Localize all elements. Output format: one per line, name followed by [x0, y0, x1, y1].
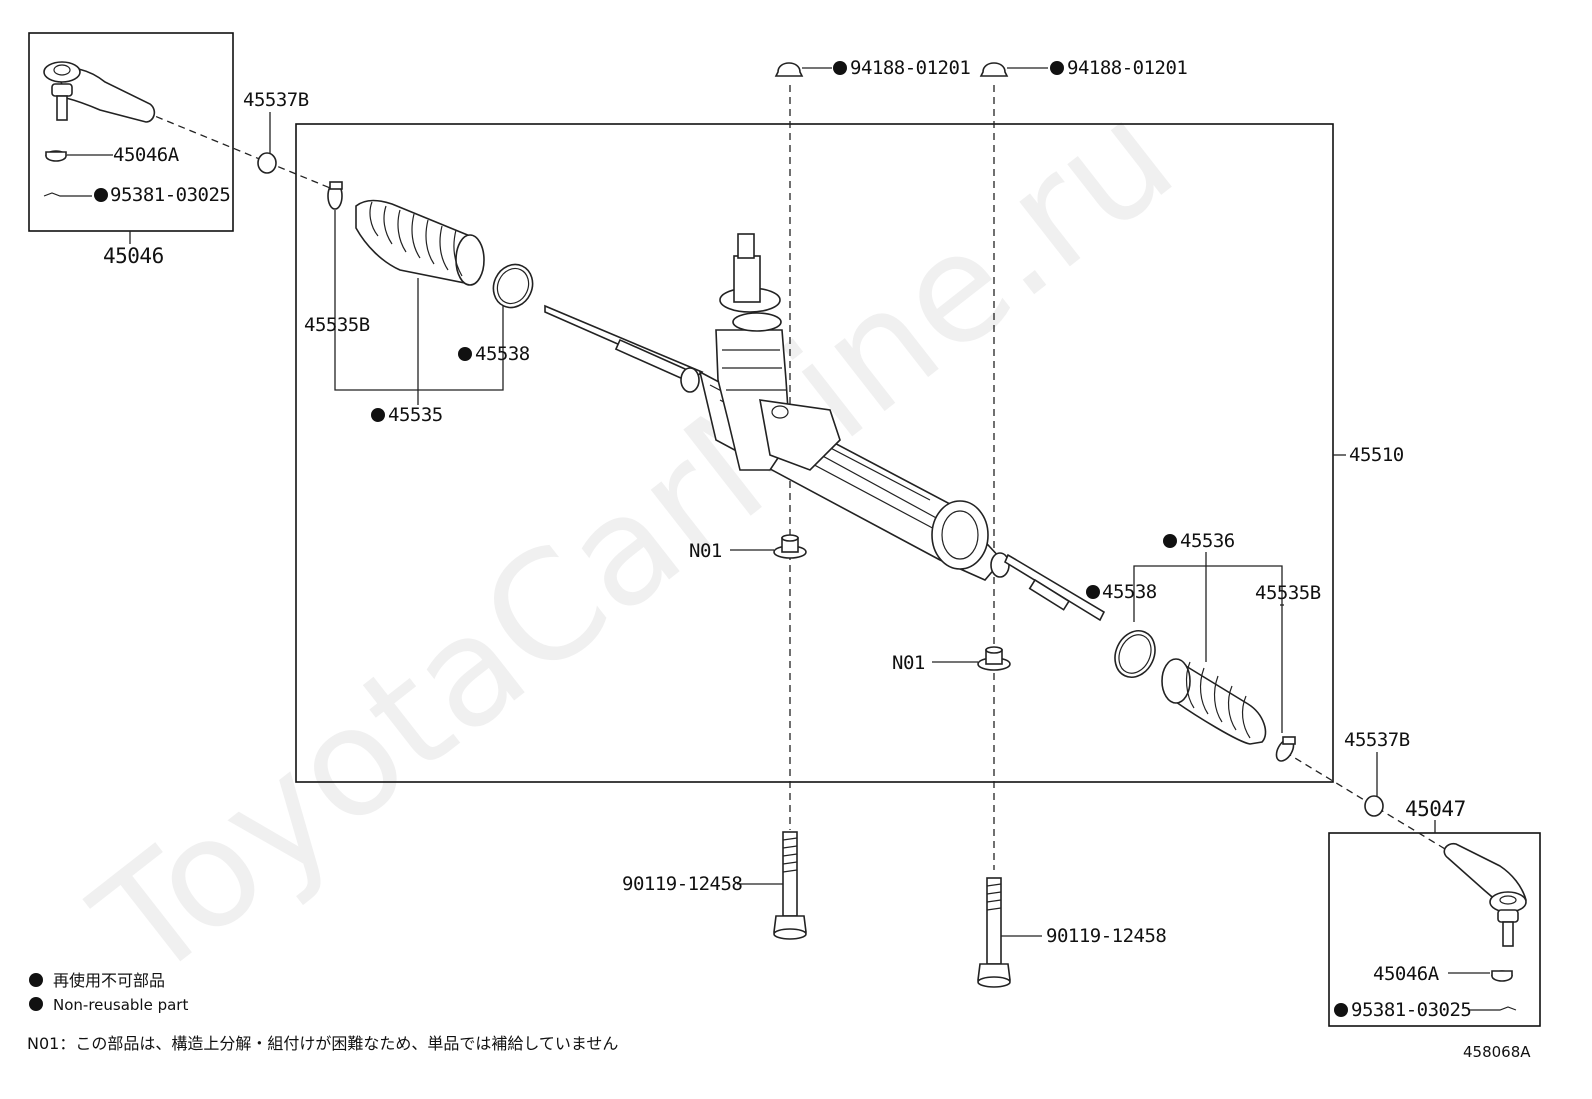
label-45537b-left: 45537B [243, 89, 309, 111]
diagram-code: 458068A [1463, 1043, 1531, 1061]
label-45538-left: 45538 [475, 343, 530, 365]
legend-jp: 再使用不可部品 [53, 971, 165, 990]
label-bolt-2: 90119-12458 [1046, 925, 1166, 947]
non-reusable-dot [833, 61, 847, 75]
label-45510: 45510 [1349, 444, 1404, 466]
label-pin-left: 95381-03025 [110, 184, 230, 206]
label-45047: 45047 [1405, 797, 1466, 821]
non-reusable-dot [1050, 61, 1064, 75]
non-reusable-dot [1334, 1003, 1348, 1017]
non-reusable-dot [1163, 534, 1177, 548]
tie-rod-end-left-part [43, 61, 156, 123]
non-reusable-dot [94, 188, 108, 202]
steering-rack-part [544, 233, 1106, 622]
label-n01-1: N01 [689, 540, 722, 562]
clip-45537b-right-part [1364, 795, 1384, 817]
cotter-pin-right-part [1468, 1006, 1517, 1011]
label-45535b-left: 45535B [304, 314, 370, 336]
non-reusable-dot [458, 347, 472, 361]
nut-45046a-right-part [1491, 970, 1513, 982]
label-45537b-right: 45537B [1344, 729, 1410, 751]
cotter-pin-left-part [43, 192, 92, 197]
bushing-n01-part-2 [977, 646, 1011, 671]
nut-45046a-left-part [45, 150, 67, 162]
legend-dot-jp [29, 973, 43, 987]
label-bolt-1: 90119-12458 [622, 873, 742, 895]
clamp-45535b-right-part [1275, 736, 1296, 762]
label-45536: 45536 [1180, 530, 1235, 552]
clamp-45538-left-part [492, 263, 534, 309]
non-reusable-dot [1086, 585, 1100, 599]
label-45538-right: 45538 [1102, 581, 1157, 603]
boot-right-part [1161, 658, 1267, 745]
legend-note-n01: N01：この部品は、構造上分解・組付けが困難なため、単品では補給していません [27, 1034, 618, 1053]
clamp-45538-right-part [1114, 630, 1156, 678]
clip-45537b-left-part [257, 152, 277, 174]
label-45535b-right: 45535B [1255, 582, 1321, 604]
cap-part-1 [774, 62, 804, 77]
label-cap-1: 94188-01201 [850, 57, 970, 79]
bolt-part-2 [977, 877, 1011, 988]
tie-rod-end-right-part [1443, 842, 1527, 947]
label-45046a-left: 45046A [113, 144, 180, 166]
legend-dot-en [29, 997, 43, 1011]
label-pin-right: 95381-03025 [1351, 999, 1471, 1021]
label-n01-2: N01 [892, 652, 925, 674]
label-45535: 45535 [388, 404, 443, 426]
clamp-45535b-left-part [327, 181, 343, 210]
assembly-box [295, 123, 1334, 783]
label-cap-2: 94188-01201 [1067, 57, 1187, 79]
bolt-part-1 [773, 831, 807, 940]
label-45046: 45046 [103, 244, 164, 268]
boot-left-part [355, 199, 485, 286]
cap-part-2 [979, 62, 1009, 77]
legend-en: Non-reusable part [53, 996, 188, 1014]
non-reusable-dot [371, 408, 385, 422]
label-45046a-right: 45046A [1373, 963, 1440, 985]
bushing-n01-part-1 [773, 534, 807, 559]
inset-box-left [28, 32, 234, 232]
